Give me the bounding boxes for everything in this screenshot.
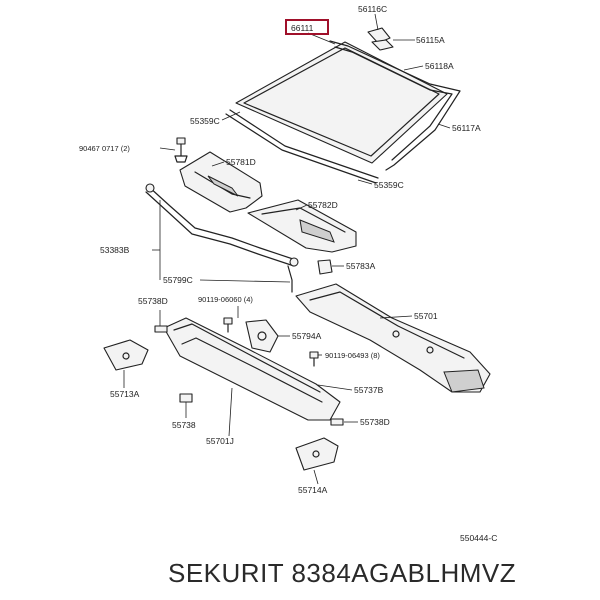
bolt-90467: [174, 137, 188, 163]
cowl-top-panel-55781d: [179, 151, 263, 213]
label-55781d: 55781D: [226, 157, 256, 167]
label-90467: 90467 0717 (2): [79, 144, 130, 153]
label-55359c-top: 55359C: [190, 116, 220, 126]
label-56115a: 56115A: [416, 35, 445, 45]
bracket-55794a: [245, 319, 279, 353]
brand-caption: SEKURIT 8384AGABLHMVZ: [168, 558, 516, 588]
cowl-panel-55701j: [163, 317, 341, 421]
label-55738d-left: 55738D: [138, 296, 168, 306]
label-53383b: 53383B: [100, 245, 130, 255]
clip-55738d-right: [330, 418, 344, 426]
label-55738d-right: 55738D: [360, 417, 390, 427]
label-56116c: 56116C: [358, 4, 387, 14]
leader-lines: [123, 13, 451, 485]
bolt-90119-06493: [309, 351, 319, 367]
label-90119-06493: 90119-06493 (8): [325, 351, 380, 360]
clip-55738d-left: [154, 325, 168, 333]
windshield-glass: [235, 41, 448, 164]
label-55714a: 55714A: [298, 485, 328, 495]
label-55799c: 55799C: [163, 275, 193, 285]
molding-clip: [367, 27, 394, 51]
diagram-code: 550444-C: [460, 533, 497, 543]
plug-55738: [179, 393, 193, 403]
label-55737b: 55737B: [354, 385, 384, 395]
label-55701j: 55701J: [206, 436, 234, 446]
label-55713a: 55713A: [110, 389, 140, 399]
cowl-louver-55782d: [247, 199, 357, 253]
seal-55783a: [317, 259, 333, 275]
bracket-55713a: [103, 339, 149, 371]
highlight-box: [285, 19, 329, 35]
label-66111: 66111: [291, 23, 314, 33]
wiper-link-53383b: [145, 183, 299, 293]
label-55701: 55701: [414, 311, 438, 321]
windshield-molding: [225, 40, 461, 184]
label-55794a: 55794A: [292, 331, 322, 341]
bolt-90119-06060: [223, 317, 233, 333]
label-55738: 55738: [172, 420, 196, 430]
label-55359c-bottom: 55359C: [374, 180, 404, 190]
label-55783a: 55783A: [346, 261, 376, 271]
label-56117a: 56117A: [452, 123, 481, 133]
bracket-55714a: [295, 437, 339, 471]
label-55782d: 55782D: [308, 200, 338, 210]
dash-panel-55701: [295, 283, 491, 393]
label-56118a: 56118A: [425, 61, 454, 71]
label-90119-06060: 90119-06060 (4): [198, 295, 253, 304]
part-labels: 66111 56116C 56115A 56118A 55359C 56117A…: [79, 4, 497, 543]
